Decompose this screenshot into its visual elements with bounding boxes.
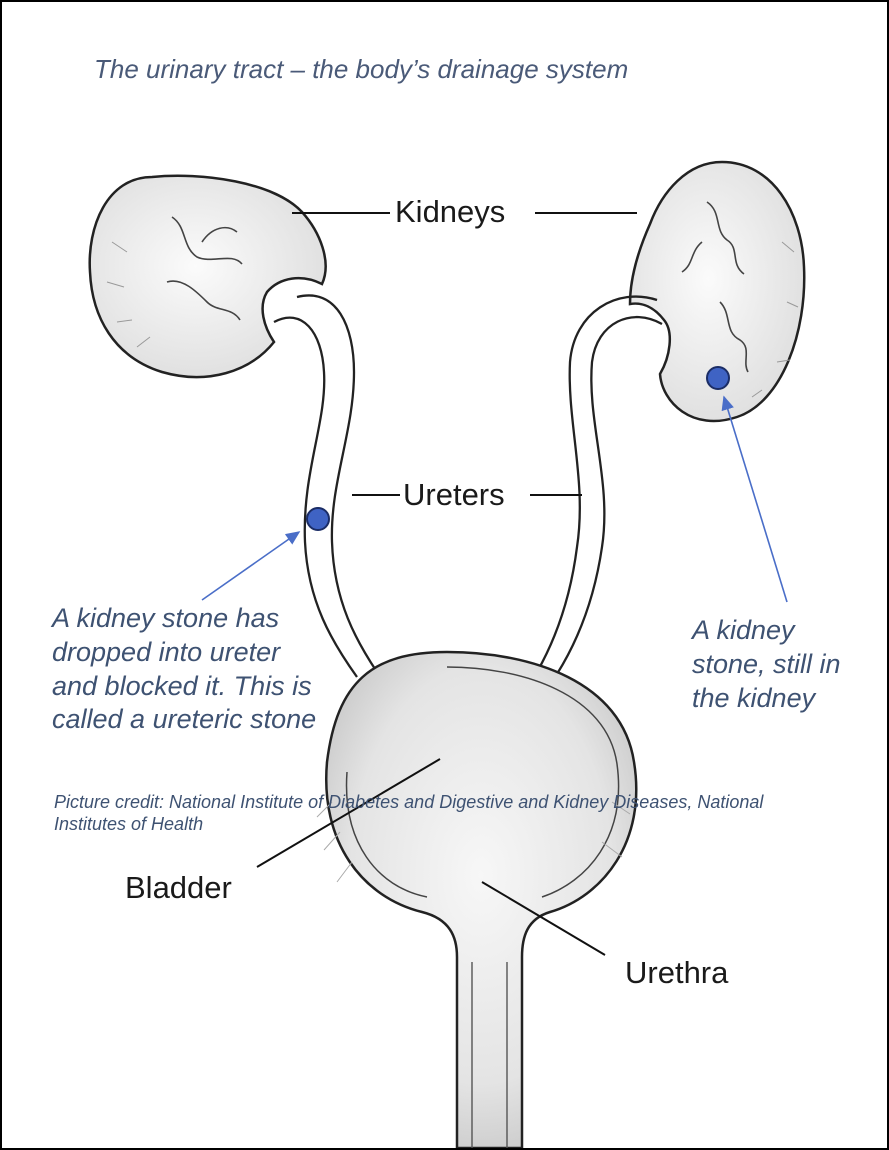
- note-ureteric-stone: A kidney stone has dropped into ureter a…: [52, 602, 322, 737]
- label-urethra: Urethra: [622, 957, 731, 988]
- note-kidney-stone: A kidney stone, still in the kidney: [692, 614, 872, 715]
- kidney-stone-dot: [707, 367, 729, 389]
- bladder-shape: [317, 652, 636, 1148]
- label-ureters: Ureters: [400, 479, 508, 510]
- left-kidney: [90, 176, 326, 377]
- ureteric-stone-dot: [307, 508, 329, 530]
- ureteric-stone-arrow: [202, 532, 299, 600]
- label-bladder: Bladder: [122, 872, 235, 903]
- kidney-stone-arrow: [724, 397, 787, 602]
- picture-credit: Picture credit: National Institute of Di…: [54, 792, 834, 835]
- label-kidneys: Kidneys: [392, 196, 508, 227]
- diagram-title: The urinary tract – the body’s drainage …: [94, 54, 628, 85]
- right-ureter: [537, 297, 662, 674]
